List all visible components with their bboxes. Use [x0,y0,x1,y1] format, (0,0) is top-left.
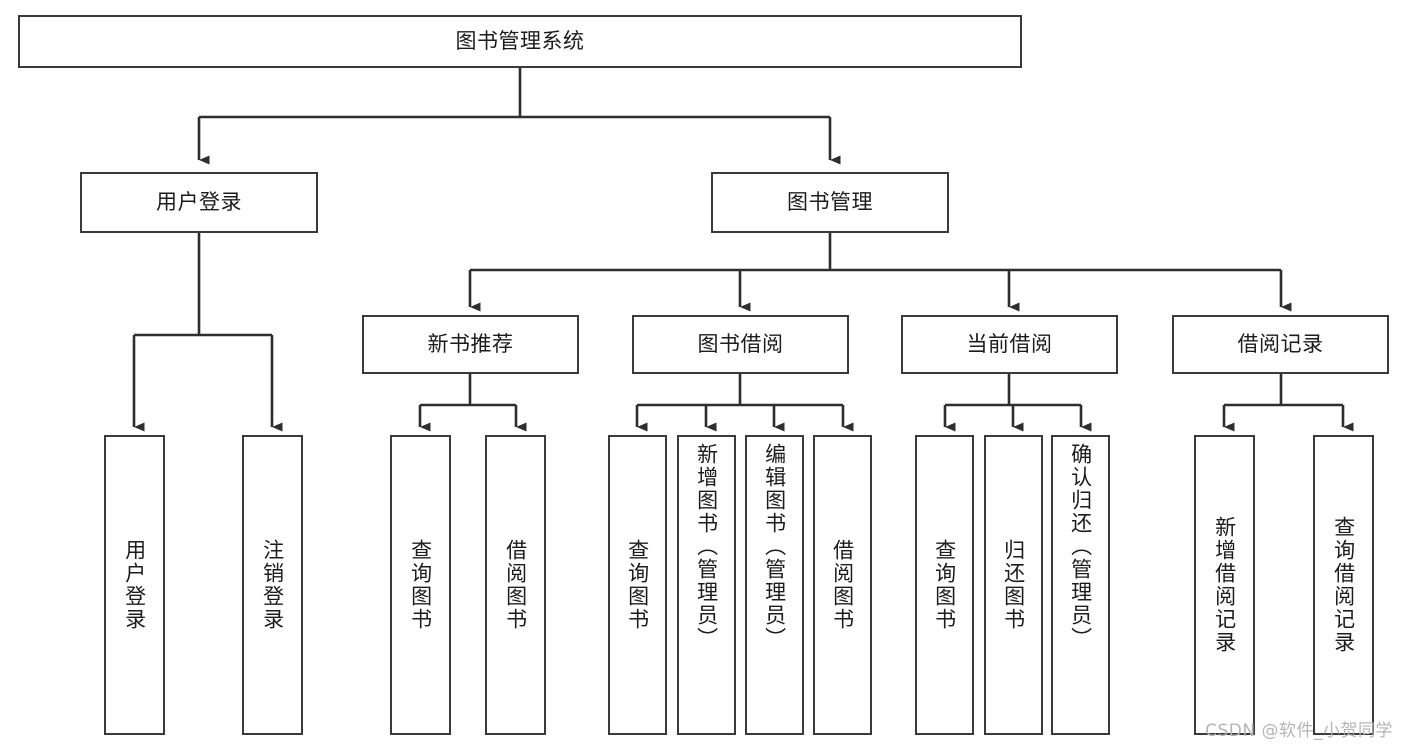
node-leaf-add-book-admin[interactable]: 新增图书（管理员） [677,435,736,735]
node-leaf-query-borrow-record[interactable]: 查询借阅记录 [1313,435,1374,735]
node-leaf-query-book-3[interactable]: 查询图书 [915,435,974,735]
node-leaf-confirm-return-admin[interactable]: 确认归还（管理员） [1051,435,1110,735]
node-label: 借阅记录 [1237,332,1324,357]
node-label: 查询借阅记录 [1331,516,1356,654]
node-user-login[interactable]: 用户登录 [80,172,318,233]
node-label: 注销登录 [260,539,285,631]
node-label: 新增借阅记录 [1212,516,1237,654]
node-label: 借阅图书 [503,539,528,631]
node-label: 图书借阅 [697,332,784,357]
node-current-borrow[interactable]: 当前借阅 [901,315,1118,374]
node-label: 查询图书 [932,539,957,631]
node-label: 归还图书 [1001,539,1026,631]
node-label: 新增图书（管理员） [694,443,719,650]
node-book-borrow[interactable]: 图书借阅 [632,315,849,374]
node-book-manage[interactable]: 图书管理 [711,172,949,233]
node-new-book-recommend[interactable]: 新书推荐 [362,315,579,374]
node-label: 图书管理系统 [455,29,585,54]
node-label: 新书推荐 [427,332,514,357]
node-leaf-add-borrow-record[interactable]: 新增借阅记录 [1194,435,1255,735]
node-label: 图书管理 [787,190,873,215]
node-label: 查询图书 [408,539,433,631]
node-label: 查询图书 [625,539,650,631]
node-leaf-query-book-2[interactable]: 查询图书 [608,435,667,735]
node-leaf-borrow-book-2[interactable]: 借阅图书 [813,435,872,735]
node-borrow-records[interactable]: 借阅记录 [1172,315,1389,374]
node-label: 用户登录 [156,190,242,215]
node-label: 编辑图书（管理员） [762,443,787,650]
node-leaf-user-logout[interactable]: 注销登录 [242,435,303,735]
node-leaf-query-book-1[interactable]: 查询图书 [390,435,451,735]
node-leaf-edit-book-admin[interactable]: 编辑图书（管理员） [745,435,804,735]
node-label: 确认归还（管理员） [1068,443,1093,650]
node-root-system[interactable]: 图书管理系统 [18,15,1022,68]
node-leaf-return-book[interactable]: 归还图书 [984,435,1043,735]
node-label: 当前借阅 [966,332,1053,357]
node-leaf-user-login-do[interactable]: 用户登录 [104,435,165,735]
csdn-watermark: CSDN @软件_小贺同学 [1205,721,1393,741]
node-label: 用户登录 [122,539,147,631]
node-leaf-borrow-book-1[interactable]: 借阅图书 [485,435,546,735]
node-label: 借阅图书 [830,539,855,631]
